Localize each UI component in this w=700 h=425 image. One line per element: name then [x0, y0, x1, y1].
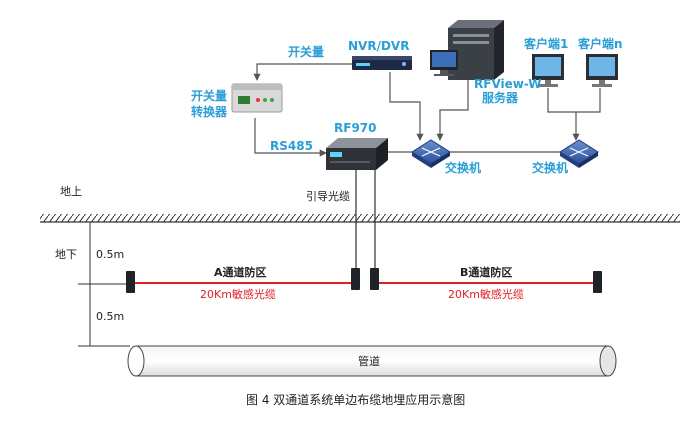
terminal-box-right: [593, 271, 602, 293]
terminal-box-left: [126, 271, 135, 293]
label-guide-cable: 引导光缆: [306, 189, 350, 203]
label-cable-b: 20Km敏感光缆: [448, 287, 524, 301]
label-switch1: 交换机: [445, 160, 481, 175]
label-switch-qty-top: 开关量: [288, 44, 324, 59]
label-client1: 客户端1: [523, 36, 568, 51]
client1-monitor: [532, 54, 564, 87]
line-nvr-to-converter: [253, 63, 352, 81]
label-depth1: 0.5m: [96, 248, 124, 261]
line-nvr-to-switch: [389, 72, 424, 141]
label-depth2: 0.5m: [96, 310, 124, 323]
label-clientn: 客户端n: [577, 36, 623, 51]
label-converter-line2: 转换器: [191, 104, 228, 119]
line-converter-to-rf970: [254, 118, 327, 157]
terminal-box-mid-a: [351, 268, 360, 290]
label-rf970: RF970: [334, 121, 377, 135]
server-device: [430, 20, 504, 80]
depth-dimensions: [78, 222, 130, 347]
connection-lines: [253, 63, 601, 157]
label-switch2: 交换机: [532, 160, 568, 175]
rf970-device: [326, 138, 388, 170]
label-cable-a: 20Km敏感光缆: [200, 287, 276, 301]
label-converter-line1: 开关量: [191, 88, 227, 103]
label-pipe: 管道: [358, 354, 380, 368]
label-above-ground: 地上: [60, 185, 82, 198]
clientn-monitor: [586, 54, 618, 87]
label-below-ground: 地下: [55, 248, 77, 261]
switch1-device: [411, 139, 451, 168]
converter-device: [231, 83, 283, 113]
ground-line: [40, 214, 680, 223]
label-server: 服务器: [482, 90, 519, 105]
pipe: [127, 345, 617, 377]
line-clients-to-switch2: [547, 88, 601, 113]
label-rfview: RFView-W: [474, 77, 542, 91]
label-zone-b: B通道防区: [460, 265, 512, 279]
label-zone-a: A通道防区: [214, 265, 267, 279]
nvr-device: [352, 56, 412, 70]
label-rs485: RS485: [270, 139, 313, 153]
terminal-boxes: [126, 268, 602, 293]
label-nvr: NVR/DVR: [348, 39, 409, 53]
switch2-device: [559, 139, 599, 168]
figure-caption: 图 4 双通道系统单边布缆地埋应用示意图: [246, 392, 465, 407]
terminal-box-mid-b: [370, 268, 379, 290]
line-server-to-switch: [436, 80, 469, 141]
